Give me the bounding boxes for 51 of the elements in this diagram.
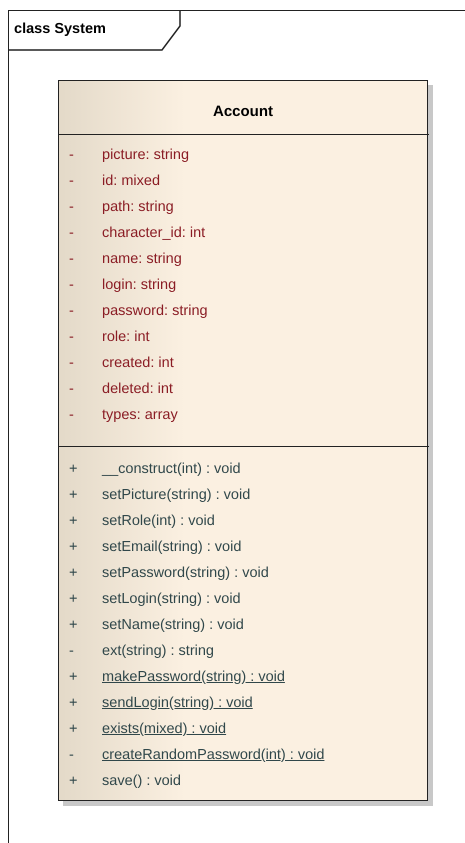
visibility-marker: + [69,772,78,791]
visibility-marker: + [69,590,78,609]
operation-signature: setName(string) : void [102,616,244,635]
operation-signature: createRandomPassword(int) : void [102,746,324,765]
operation-signature: setPassword(string) : void [102,564,269,583]
visibility-marker: + [69,460,78,479]
attribute-name: role: int [102,328,150,347]
attribute-name: name: string [102,250,182,269]
attribute-name: deleted: int [102,380,173,399]
visibility-marker: - [69,198,74,217]
visibility-marker: + [69,564,78,583]
operation-signature: setRole(int) : void [102,512,215,531]
operation-signature: setPicture(string) : void [102,486,250,505]
operation-signature: save() : void [102,772,181,791]
visibility-marker: + [69,720,78,739]
operation-signature: setLogin(string) : void [102,590,241,609]
attribute-name: character_id: int [102,224,206,243]
operation-signature: sendLogin(string) : void [102,694,253,713]
frame-title: class System [14,21,106,37]
operation-signature: makePassword(string) : void [102,668,285,687]
visibility-marker: - [69,250,74,269]
visibility-marker: - [69,380,74,399]
visibility-marker: + [69,668,78,687]
visibility-marker: - [69,146,74,165]
visibility-marker: - [69,746,74,765]
visibility-marker: - [69,642,74,661]
attribute-name: login: string [102,276,176,295]
visibility-marker: + [69,512,78,531]
visibility-marker: - [69,328,74,347]
operation-signature: __construct(int) : void [102,460,241,479]
visibility-marker: + [69,694,78,713]
visibility-marker: + [69,538,78,557]
visibility-marker: - [69,276,74,295]
attribute-name: path: string [102,198,174,217]
visibility-marker: - [69,172,74,191]
visibility-marker: - [69,302,74,321]
diagram-frame [8,10,465,843]
attribute-name: types: array [102,406,178,425]
class-name: Account [212,103,274,120]
visibility-marker: - [69,406,74,425]
visibility-marker: - [69,224,74,243]
attribute-name: password: string [102,302,208,321]
attribute-name: id: mixed [102,172,160,191]
visibility-marker: - [69,354,74,373]
attribute-name: picture: string [102,146,190,165]
operation-signature: setEmail(string) : void [102,538,242,557]
visibility-marker: + [69,486,78,505]
visibility-marker: + [69,616,78,635]
operation-signature: exists(mixed) : void [102,720,226,739]
operation-signature: ext(string) : string [102,642,214,661]
attribute-name: created: int [102,354,174,373]
